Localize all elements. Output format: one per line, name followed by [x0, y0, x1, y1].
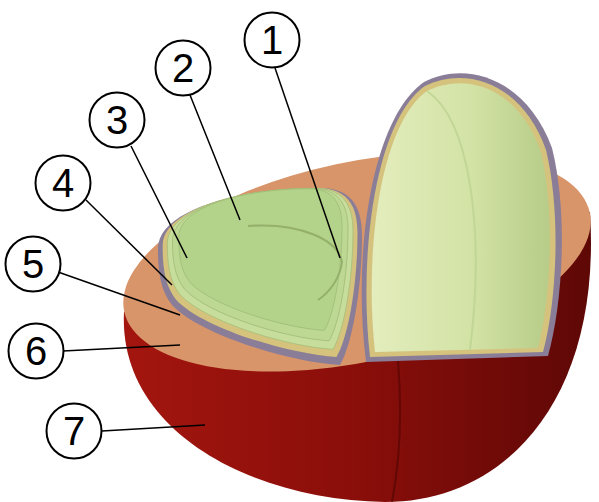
callout-number: 5 [22, 244, 44, 284]
callout-circle: 1 [243, 11, 301, 69]
parchment-layer [163, 188, 358, 357]
callout-number: 2 [172, 48, 194, 88]
leader-line [131, 146, 187, 258]
callout-circle: 6 [7, 322, 65, 380]
bean-mid-layer [173, 189, 348, 341]
leader-line [86, 200, 172, 285]
circle-border [156, 41, 211, 96]
skin-seam [392, 360, 400, 502]
right-bean-edge [427, 91, 476, 350]
callout-circle: 3 [88, 91, 146, 149]
callout-number: 1 [261, 20, 283, 60]
right-bean [372, 83, 550, 352]
circle-border [47, 404, 102, 459]
callout-circle: 4 [34, 154, 92, 212]
callout-number: 6 [25, 331, 47, 371]
right-bean-parchment [366, 78, 555, 357]
callout-circle: 5 [4, 235, 62, 293]
callout-circle: 2 [154, 39, 212, 97]
callout-number: 3 [106, 100, 128, 140]
bean-face [179, 189, 342, 331]
callout-circle: 7 [45, 402, 103, 460]
leader-line [58, 272, 180, 315]
circle-border [90, 93, 145, 148]
leader-line [190, 95, 240, 220]
leader-line [63, 345, 180, 351]
callout-number: 4 [52, 163, 74, 203]
circle-border [6, 237, 61, 292]
silverskin-layer [158, 188, 362, 365]
circle-border [36, 156, 91, 211]
circle-border [9, 324, 64, 379]
right-bean-skin [362, 73, 562, 362]
callout-number: 7 [63, 411, 85, 451]
circle-border [245, 13, 300, 68]
bean-fold [248, 225, 342, 300]
leader-line [275, 68, 340, 258]
leader-line [102, 425, 205, 431]
